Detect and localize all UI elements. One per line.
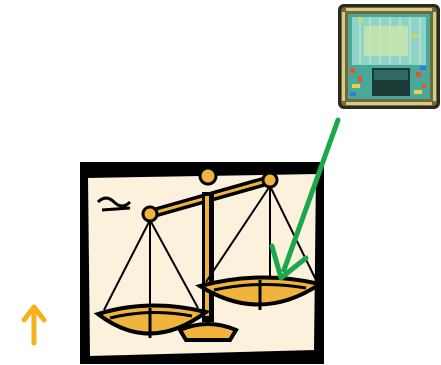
microchip-image [338, 4, 440, 109]
scales-of-justice-image [80, 162, 324, 364]
arrow-up-icon [24, 307, 44, 343]
